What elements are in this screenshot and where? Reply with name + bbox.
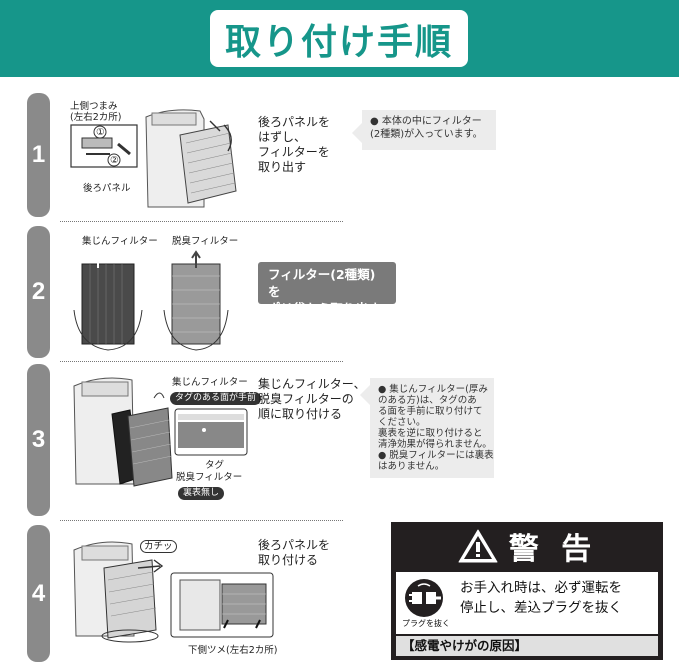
step-1-number: 1	[32, 141, 45, 169]
warning-body: プラグを抜く お手入れ時は、必ず運転を 停止し、差込プラグを抜く	[396, 572, 658, 634]
note-pointer	[360, 385, 370, 405]
deodor-filter-label: 脱臭フィルター	[172, 236, 238, 247]
step-2-number: 2	[32, 278, 45, 306]
instruction-line: 後ろパネルを	[258, 538, 330, 553]
lower-claw-closeup	[170, 572, 276, 644]
instruction-line: フィルターを	[258, 145, 330, 160]
note-line: ● 脱臭フィルターには裏表	[378, 450, 486, 461]
step-2-tab: 2	[27, 226, 50, 358]
title-box: 取り付け手順	[210, 10, 468, 67]
step-1-tab: 1	[27, 93, 50, 217]
instruction-line: 集じんフィルター、	[258, 377, 366, 392]
step-1-note: ● 本体の中にフィルター (2種類)が入っています。	[362, 110, 496, 150]
note-line: る面を手前に取り付けて	[378, 406, 486, 417]
purifier-illustration-3	[68, 374, 178, 498]
tag-label: タグ	[205, 460, 224, 471]
note-line: (2種類)が入っています。	[370, 129, 488, 142]
step-3-note: ● 集じんフィルター(厚み のある方)は、タグのあ る面を手前に取り付けて くだ…	[370, 378, 494, 478]
step-3-deodor-filter-label: 脱臭フィルター	[176, 472, 242, 483]
note-line: ● 本体の中にフィルター	[370, 116, 488, 129]
note-line: 裏表を逆に取り付けると	[378, 428, 486, 439]
page-title: 取り付け手順	[225, 13, 453, 65]
instruction-line: 後ろパネルを	[258, 115, 330, 130]
warning-header: 警 告	[391, 522, 663, 570]
rear-panel-label: 後ろパネル	[83, 183, 131, 194]
tag-front-badge: タグのある面が手前	[170, 392, 261, 405]
click-callout: カチッ	[140, 540, 177, 553]
dust-filter-label: 集じんフィルター	[82, 236, 158, 247]
knob-illustration	[70, 124, 140, 170]
instruction-line: 取り出す	[258, 160, 330, 175]
step-3-dust-filter-label: 集じんフィルター	[172, 377, 248, 388]
step-4-tab: 4	[27, 525, 50, 662]
banner-line: ポリ袋から取り出す	[268, 300, 386, 317]
filters-in-bags-illustration	[72, 250, 232, 356]
unplug-label: プラグを抜く	[402, 618, 450, 629]
note-line: のある方)は、タグのあ	[378, 395, 486, 406]
warning-triangle-icon	[457, 528, 499, 564]
step-4-number: 4	[32, 580, 45, 608]
note-pointer	[352, 123, 362, 143]
no-sides-badge: 裏表無し	[178, 487, 224, 500]
instruction-line: 順に取り付ける	[258, 407, 366, 422]
note-line: 清浄効果が得られません。	[378, 439, 486, 450]
divider	[60, 221, 343, 222]
divider	[60, 520, 343, 521]
purifier-illustration-4	[68, 538, 168, 642]
warning-box: 警 告 プラグを抜く お手入れ時は、必ず運転を 停止し、差込プラグを抜く 【感電…	[391, 522, 663, 660]
step-4-instruction: 後ろパネルを 取り付ける	[258, 538, 330, 568]
banner-line: フィルター(2種類)を	[268, 266, 386, 300]
warning-title: 警 告	[509, 524, 597, 568]
remove-from-bag-banner: フィルター(2種類)を ポリ袋から取り出す	[258, 262, 396, 304]
top-knob-label: 上側つまみ	[70, 101, 118, 112]
lower-claw-label: 下側ツメ(左右2カ所)	[188, 645, 277, 656]
purifier-illustration-1	[140, 107, 240, 215]
instruction-line: 脱臭フィルターの	[258, 392, 366, 407]
mark-2: ②	[110, 155, 119, 166]
header-banner: 取り付け手順	[0, 0, 679, 77]
warning-line: お手入れ時は、必ず運転を	[460, 578, 622, 598]
warning-line: 停止し、差込プラグを抜く	[460, 598, 622, 618]
note-line: ● 集じんフィルター(厚み	[378, 384, 486, 395]
warning-footer: 【感電やけがの原因】	[396, 636, 658, 656]
note-line: はありません。	[378, 461, 486, 472]
instruction-line: 取り付ける	[258, 553, 330, 568]
step-3-tab: 3	[27, 364, 50, 516]
warning-text: お手入れ時は、必ず運転を 停止し、差込プラグを抜く	[460, 578, 622, 618]
tag-closeup	[174, 408, 250, 458]
divider	[60, 361, 343, 362]
instruction-line: はずし、	[258, 130, 330, 145]
step-3-instruction: 集じんフィルター、 脱臭フィルターの 順に取り付ける	[258, 377, 366, 422]
mark-1: ①	[96, 127, 105, 138]
step-3-number: 3	[32, 426, 45, 454]
top-knob-sub-label: (左右2カ所)	[70, 112, 121, 123]
unplug-icon	[404, 578, 444, 618]
step-1-instruction: 後ろパネルを はずし、 フィルターを 取り出す	[258, 115, 330, 175]
note-line: ください。	[378, 417, 486, 428]
